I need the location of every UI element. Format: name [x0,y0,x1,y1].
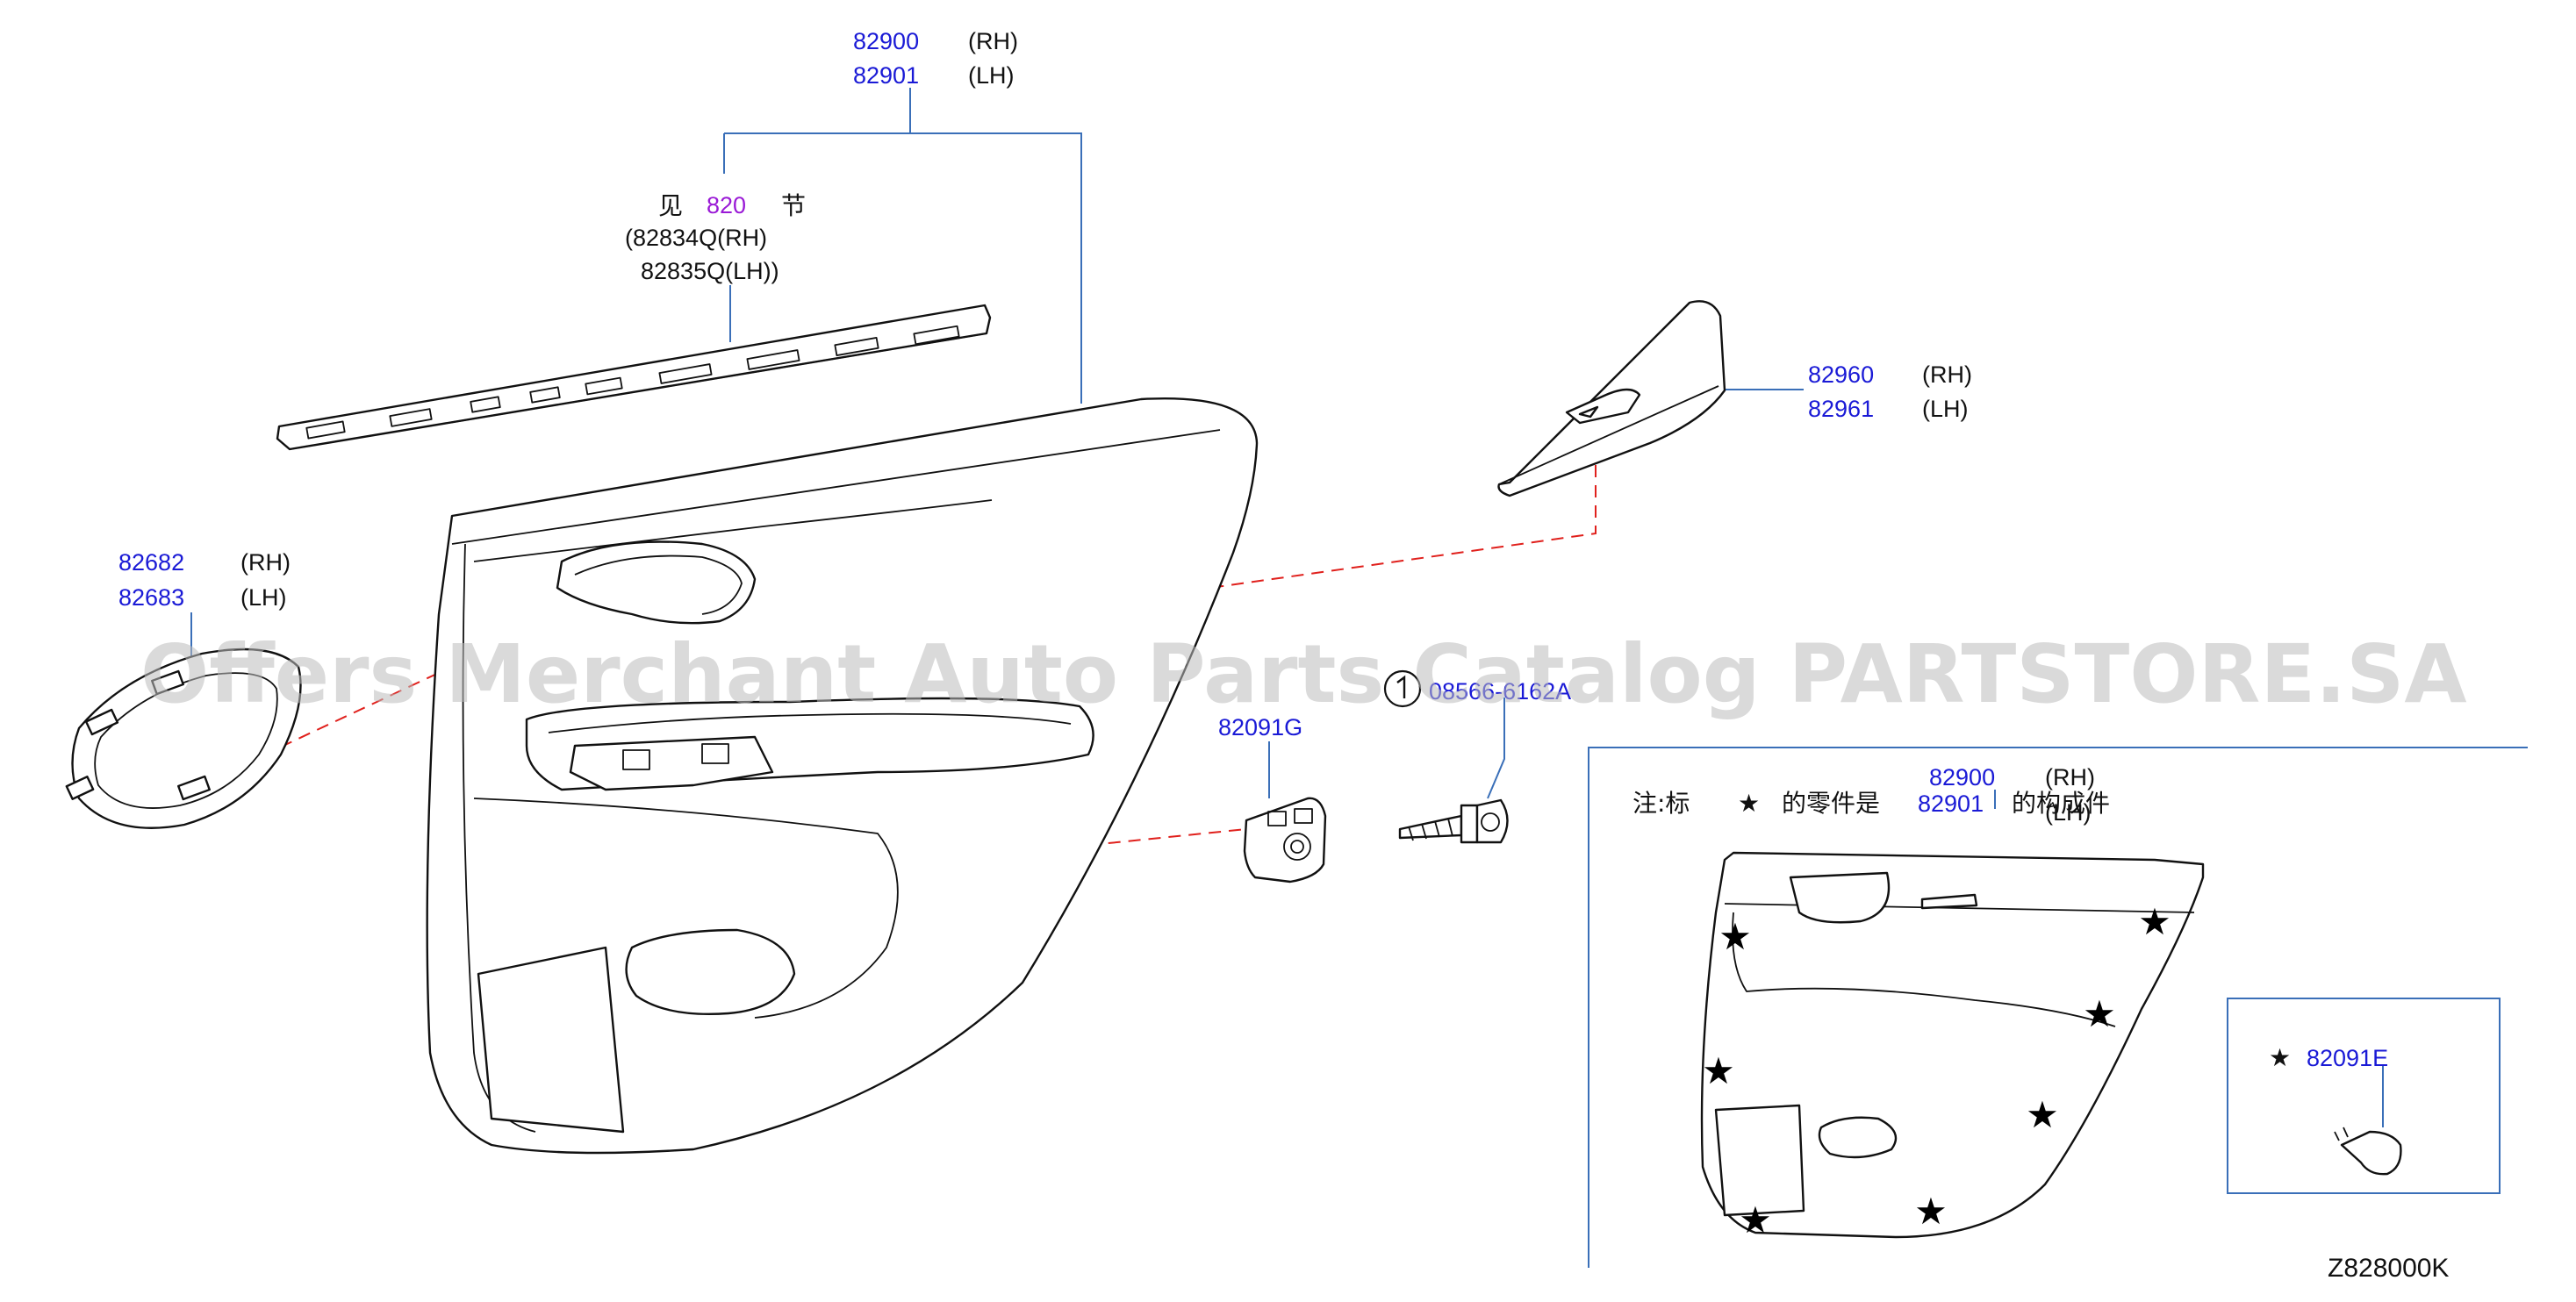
note-prefix: 注:标 [1632,789,1690,818]
screw-drawing [1398,798,1509,844]
note-side-lh: (LH) [2045,799,2092,826]
switch-finisher-callout: 82960 (RH) 82961 (LH) [1808,361,1972,422]
svg-text:★: ★ [2138,901,2171,942]
switch-finisher-drawing [1497,300,1726,497]
part-number-82900[interactable]: 82900 [853,28,919,54]
svg-text:★: ★ [1739,1199,1772,1241]
note-suffix: 的构成件 [2012,789,2110,818]
weatherstrip-drawing [276,304,992,451]
note-side-rh: (RH) [2045,764,2095,790]
part-number-08566-6162a[interactable]: 08566-6162A [1429,678,1571,705]
part-number-82091e[interactable]: 82091E [2307,1045,2388,1071]
note-middle: 的零件是 [1782,789,1880,818]
leader-lines [190,88,2384,1127]
circled-marker [1383,669,1422,708]
note-star-icon: ★ [1738,789,1760,818]
svg-text:★: ★ [2026,1094,2059,1135]
note-panel: ★ ★ ★ ★ ★ ★ ★ [1588,747,2528,1268]
svg-text:★: ★ [1702,1050,1735,1091]
part-number-82683[interactable]: 82683 [118,584,184,611]
handle-escutcheon-drawing [65,647,302,829]
note-text: 82900 (RH) 注:标 ★ 的零件是 82901 的构成件 (LH) [1632,764,2110,826]
part-number-82901[interactable]: 82901 [853,62,919,89]
section-ref-820[interactable]: 820 [707,192,746,218]
watermark: Offers Merchant Auto Parts Catalog PARTS… [140,627,2467,721]
see-section-callout: 见 820 节 (82834Q(RH) 82835Q(LH)) [625,191,806,284]
see-suffix: 节 [781,191,806,220]
clip-legend-text: ★ 82091E [2269,1043,2388,1072]
note-part-number-82901[interactable]: 82901 [1918,790,1984,817]
see-prefix: 见 [658,191,683,220]
side-label-rh: (RH) [1922,361,1972,388]
part-number-82960[interactable]: 82960 [1808,361,1874,388]
note-part-number-82900[interactable]: 82900 [1929,764,1995,790]
svg-text:★: ★ [2083,993,2116,1034]
svg-text:★: ★ [1914,1191,1948,1232]
side-label-lh: (LH) [240,584,287,611]
door-finisher-drawing [426,397,1259,1155]
door-finisher-callout: 82900 (RH) 82901 (LH) [853,28,1018,89]
clip-drawing [1243,797,1327,884]
escutcheon-callout: 82682 (RH) 82683 (LH) [118,549,291,611]
side-label-rh: (RH) [240,549,291,576]
weatherstrip-lh-label: 82835Q(LH)) [641,258,779,284]
clip-legend-box [2227,998,2501,1194]
side-label-rh: (RH) [968,28,1018,54]
side-label-lh: (LH) [968,62,1015,89]
part-number-82961[interactable]: 82961 [1808,396,1874,422]
side-label-lh: (LH) [1922,396,1969,422]
svg-text:★: ★ [1719,916,1752,957]
diagram-id: Z828000K [2328,1254,2449,1283]
part-number-82682[interactable]: 82682 [118,549,184,576]
part-number-82091g[interactable]: 82091G [1218,714,1302,740]
legend-star-icon: ★ [2269,1043,2291,1072]
weatherstrip-rh-label: (82834Q(RH) [625,225,767,251]
